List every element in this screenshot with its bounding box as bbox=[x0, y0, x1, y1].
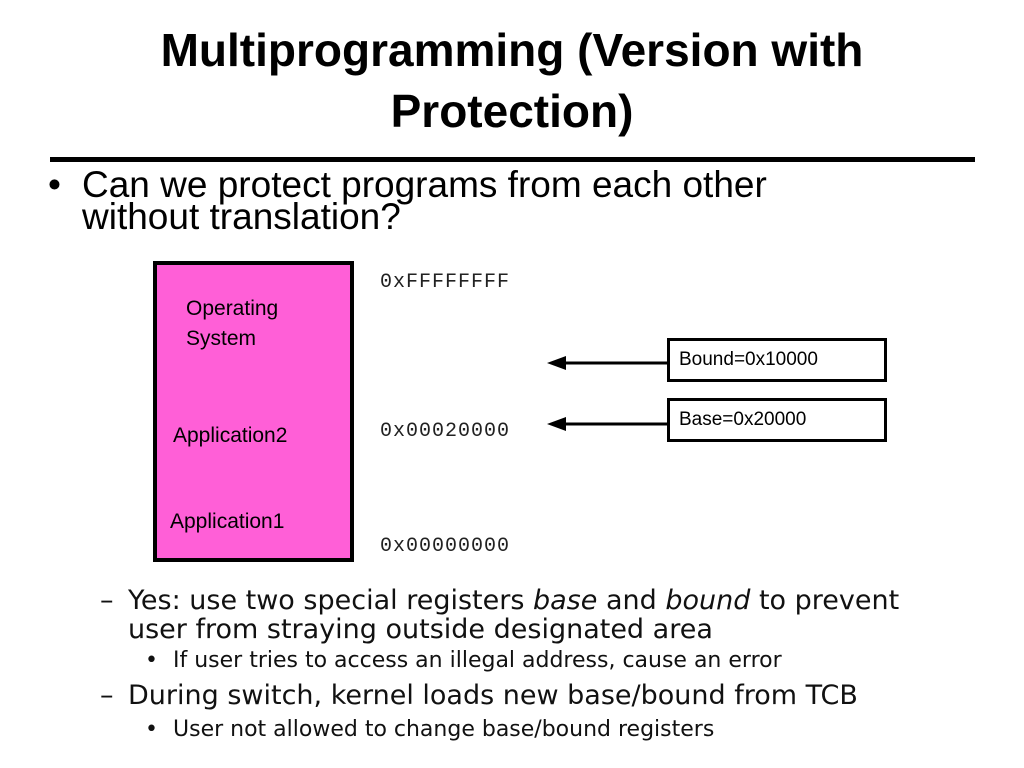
os-label-line-1: Operating bbox=[186, 297, 279, 320]
app2-region-label: Application2 bbox=[173, 424, 288, 447]
detail-bullet-2-text: User not allowed to change base/bound re… bbox=[173, 717, 715, 742]
bound-arrow bbox=[547, 356, 667, 370]
main-bullet-line-2: without translation? bbox=[82, 196, 401, 237]
base-register-box: Base=0x20000 bbox=[667, 398, 887, 442]
slide-title: Multiprogramming (Version with Protectio… bbox=[40, 20, 984, 142]
bound-term: bound bbox=[665, 585, 751, 616]
memory-layout-box bbox=[153, 261, 354, 562]
title-divider bbox=[50, 157, 975, 162]
bullet-marker: • bbox=[48, 164, 61, 205]
sub-bullet-1-text: Yes: use two special registers base and … bbox=[128, 586, 988, 644]
os-label-line-2: System bbox=[186, 327, 257, 350]
app1-region-label: Application1 bbox=[170, 510, 285, 533]
main-bullet-text: Can we protect programs from each other … bbox=[82, 164, 942, 237]
sub-bullet-2-line-1: During switch, kernel loads new base/bou… bbox=[128, 680, 858, 711]
detail-bullet-2-marker: • bbox=[145, 717, 158, 742]
sub-bullet-1-line-1: Yes: use two special registers base and … bbox=[128, 586, 988, 615]
sub-bullet-2-marker: – bbox=[100, 680, 114, 711]
base-term: base bbox=[532, 585, 598, 616]
title-line-2: Protection) bbox=[390, 85, 634, 137]
main-bullet-line-1: Can we protect programs from each other bbox=[82, 164, 767, 205]
address-top: 0xFFFFFFFF bbox=[380, 271, 511, 294]
sub-bullet-1-marker: – bbox=[100, 585, 114, 616]
address-bottom: 0x00000000 bbox=[380, 535, 511, 558]
sub-bullet-1-text-b: and bbox=[597, 585, 666, 616]
sub-bullet-1-text-c: to prevent bbox=[750, 585, 900, 616]
bound-register-box: Bound=0x10000 bbox=[667, 338, 887, 382]
detail-bullet-1-marker: • bbox=[145, 648, 158, 673]
os-region-label: Operating System bbox=[186, 294, 278, 354]
title-line-1: Multiprogramming (Version with bbox=[160, 24, 864, 76]
sub-bullet-1-text-a: Yes: use two special registers bbox=[128, 585, 533, 616]
detail-bullet-1-text: If user tries to access an illegal addre… bbox=[173, 648, 782, 673]
base-arrow bbox=[547, 417, 667, 431]
sub-bullet-1-line-2: user from straying outside designated ar… bbox=[128, 614, 713, 645]
address-middle: 0x00020000 bbox=[380, 420, 511, 443]
